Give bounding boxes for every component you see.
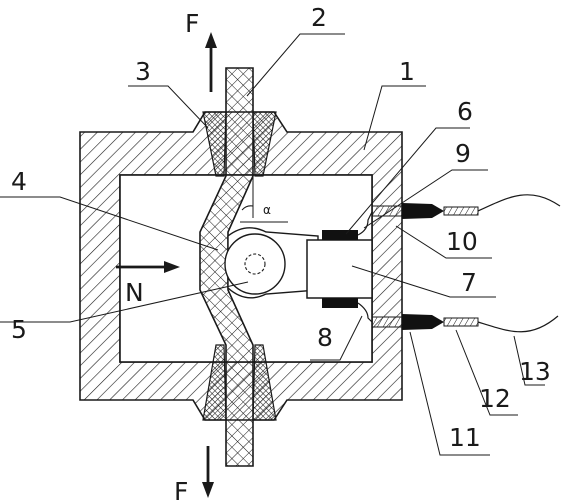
force-label-bottom: F (174, 477, 188, 500)
callout-1: 1 (399, 57, 415, 86)
callout-5: 5 (11, 315, 27, 344)
bottom-wedge-clamp (202, 344, 277, 421)
callout-12: 12 (479, 384, 511, 413)
leader-lines (0, 33, 545, 456)
gauge-leads (357, 211, 373, 323)
callout-numbers: 1 2 3 4 5 6 7 8 9 10 11 12 13 (11, 3, 551, 452)
callout-6: 6 (457, 97, 473, 126)
strain-gauge-top (322, 230, 358, 240)
angle-label: α (263, 203, 271, 217)
normal-force-label: N (125, 278, 144, 307)
force-label-top: F (185, 9, 199, 38)
cable-wires (477, 194, 561, 333)
callout-9: 9 (455, 139, 471, 168)
roller-assembly (224, 227, 319, 299)
callout-4: 4 (11, 167, 27, 196)
callout-7: 7 (461, 268, 477, 297)
strain-gauge-bottom (322, 298, 358, 308)
force-arrow-bottom (202, 446, 214, 498)
callout-3: 3 (135, 57, 151, 86)
angle-marker: α (240, 176, 288, 223)
force-arrow-top (205, 32, 217, 92)
callout-2: 2 (311, 3, 327, 32)
top-wedge-clamp (202, 111, 277, 177)
callout-11: 11 (449, 423, 481, 452)
roller (224, 233, 286, 295)
normal-force-arrow (116, 261, 180, 273)
connector-plugs (402, 203, 444, 330)
callout-13: 13 (519, 357, 551, 386)
callout-10: 10 (446, 227, 478, 256)
callout-8: 8 (317, 323, 333, 352)
roller-pin (244, 253, 266, 275)
cable-sleeves (443, 206, 479, 327)
